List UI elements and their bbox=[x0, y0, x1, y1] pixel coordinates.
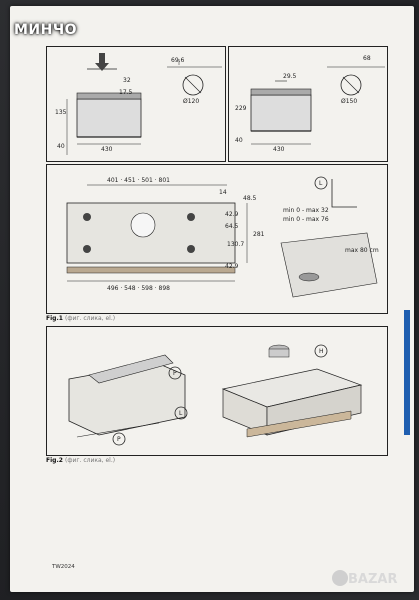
max-80-cm: max 80 cm bbox=[345, 247, 379, 254]
dim-40: 40 bbox=[57, 143, 65, 150]
installation-drawing bbox=[68, 344, 363, 446]
fig1-caption: Fig.1 (фиг. слика, el.) bbox=[46, 315, 115, 322]
dim-42-9-b: 42.9 bbox=[225, 263, 239, 270]
dim-42-9-a: 42.9 bbox=[225, 211, 239, 218]
dim-68: 68 bbox=[363, 55, 371, 62]
document-code: TW2024 bbox=[52, 564, 75, 570]
watermark-top: МИНЧО bbox=[14, 22, 78, 38]
hood-side-b-drawing bbox=[250, 66, 385, 145]
dim-14: 14 bbox=[219, 189, 227, 196]
tag-L-middle: L bbox=[319, 180, 323, 187]
fig2-caption: Fig.2 (фиг. слика, el.) bbox=[46, 457, 115, 464]
dim-17-5: 17.5 bbox=[119, 89, 133, 96]
dim-229: 229 bbox=[235, 105, 247, 112]
width-bottom: 496 · 548 · 598 · 898 bbox=[107, 285, 170, 292]
tag-P-top: P bbox=[173, 370, 177, 377]
watermark-bottom: BAZAR bbox=[348, 572, 398, 587]
tag-L-bottom: L bbox=[179, 410, 183, 417]
dim-40-b: 40 bbox=[235, 137, 243, 144]
dim-29-5: 29.5 bbox=[283, 73, 297, 80]
min-max-32: min 0 - max 32 bbox=[283, 207, 329, 214]
panel-hood-side-a: 32 17.5 135 40 430 69.6 Ø120 bbox=[46, 46, 226, 162]
dim-430-b: 430 bbox=[273, 146, 285, 153]
manual-page: 32 17.5 135 40 430 69.6 Ø120 29.5 229 40… bbox=[10, 6, 414, 592]
dim-48-5: 48.5 bbox=[243, 195, 257, 202]
panel-hood-side-b: 29.5 229 40 430 68 Ø150 bbox=[228, 46, 388, 162]
dim-32: 32 bbox=[123, 77, 131, 84]
fig1-label: Fig.1 bbox=[46, 315, 63, 322]
dim-135: 135 bbox=[55, 109, 67, 116]
min-max-76: min 0 - max 76 bbox=[283, 216, 329, 223]
fig1-note: (фиг. слика, el.) bbox=[65, 315, 116, 322]
tag-H: H bbox=[319, 348, 324, 355]
width-top: 401 · 451 · 501 · 801 bbox=[107, 177, 170, 184]
hood-side-a-drawing bbox=[66, 53, 222, 155]
dia-120: Ø120 bbox=[183, 98, 200, 105]
dim-281: 281 bbox=[253, 231, 265, 238]
fig2-label: Fig.2 bbox=[46, 457, 63, 464]
panel-dimensions: 401 · 451 · 501 · 801 14 48.5 42.9 64.5 … bbox=[46, 164, 388, 314]
dim-130-7: 130.7 bbox=[227, 241, 245, 248]
panel-installation: P L P H bbox=[46, 326, 388, 456]
fig2-note: (фиг. слика, el.) bbox=[65, 457, 116, 464]
tag-P-bottom: P bbox=[117, 436, 121, 443]
dim-430: 430 bbox=[101, 146, 113, 153]
dimensions-drawing bbox=[66, 176, 378, 298]
watermark-logo-icon bbox=[332, 570, 348, 586]
dim-69-6: 69.6 bbox=[171, 57, 185, 64]
dim-64-5: 64.5 bbox=[225, 223, 239, 230]
blue-page-edge bbox=[404, 310, 410, 435]
dia-150: Ø150 bbox=[341, 98, 358, 105]
